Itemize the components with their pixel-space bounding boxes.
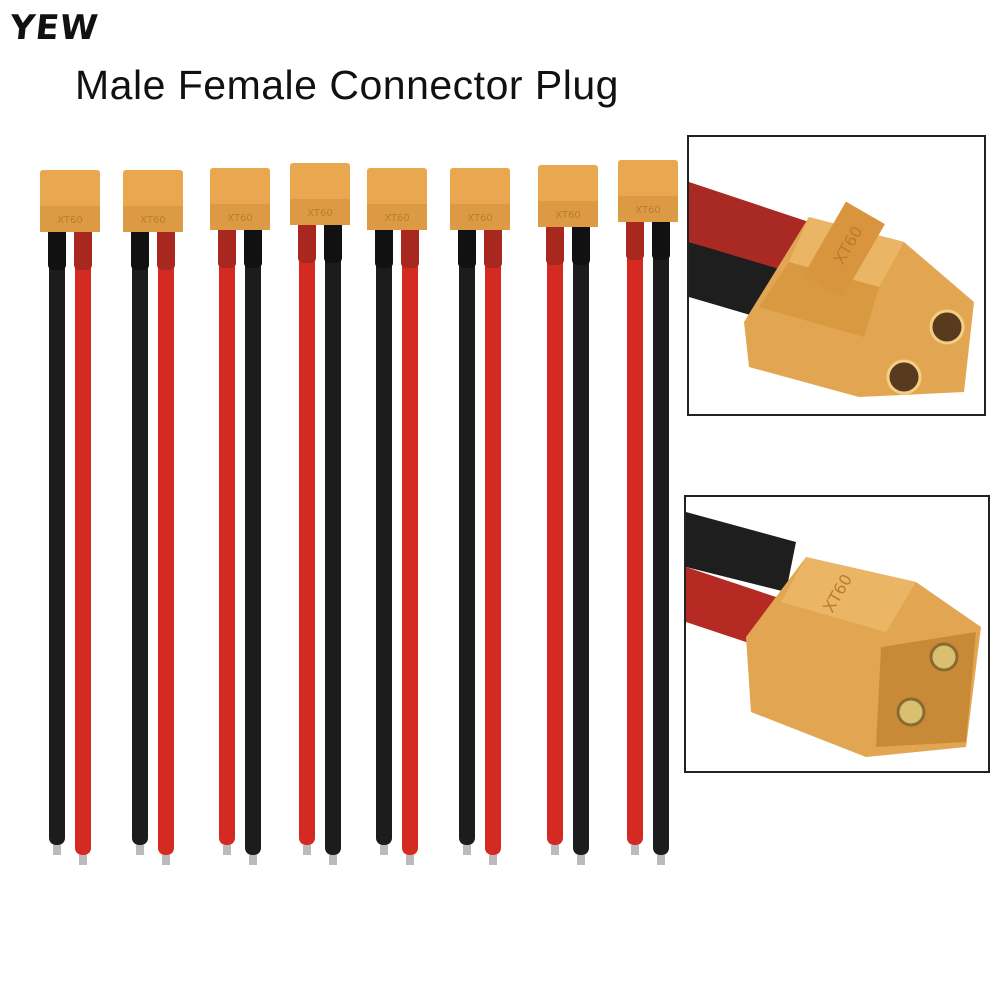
heat-shrink xyxy=(324,218,342,263)
connector-front xyxy=(450,204,510,230)
wire-tip xyxy=(79,855,87,865)
heat-shrink xyxy=(401,223,419,268)
connector-model-label: XT60 xyxy=(140,215,166,226)
red-wire xyxy=(219,223,235,845)
female-plug-closeup: XT60 xyxy=(687,135,986,416)
male-plug-closeup: XT60 xyxy=(684,495,990,773)
heat-shrink xyxy=(48,225,66,270)
black-wire xyxy=(653,215,669,855)
connector-model-label: XT60 xyxy=(555,210,581,221)
wire-tip xyxy=(489,855,497,865)
connector-front xyxy=(210,204,270,230)
connector-model-label: XT60 xyxy=(307,208,333,219)
heat-shrink xyxy=(458,223,476,268)
page-title: Male Female Connector Plug xyxy=(75,62,619,108)
cable-female: XT60 xyxy=(210,168,270,865)
heat-shrink xyxy=(375,223,393,268)
connector-model-label: XT60 xyxy=(635,205,661,216)
connector-front xyxy=(367,204,427,230)
connector-model-label: XT60 xyxy=(57,215,83,226)
heat-shrink xyxy=(157,225,175,270)
heat-shrink xyxy=(572,220,590,265)
cable-male: XT60 xyxy=(290,163,350,865)
black-wire xyxy=(49,225,65,845)
connector-front xyxy=(290,199,350,225)
red-wire xyxy=(689,182,809,277)
cable-female: XT60 xyxy=(40,170,100,865)
cable-female: XT60 xyxy=(450,168,510,865)
black-wire xyxy=(573,220,589,855)
connector-front xyxy=(618,196,678,222)
wire-tip xyxy=(303,845,311,855)
red-wire xyxy=(547,220,563,845)
wire-tip xyxy=(463,845,471,855)
wire-tip xyxy=(551,845,559,855)
wire-tip xyxy=(53,845,61,855)
red-wire xyxy=(485,223,501,855)
cable-male: XT60 xyxy=(538,165,598,865)
black-wire xyxy=(459,223,475,845)
connector-front xyxy=(40,206,100,232)
wire-tip xyxy=(329,855,337,865)
connector-model-label: XT60 xyxy=(227,213,253,224)
wire-tip xyxy=(162,855,170,865)
connector-model-label: XT60 xyxy=(384,213,410,224)
connector-front xyxy=(123,206,183,232)
cable-male: XT60 xyxy=(618,160,678,865)
wire-tip xyxy=(577,855,585,865)
black-wire xyxy=(686,512,796,592)
black-wire xyxy=(245,223,261,855)
wire-tip xyxy=(136,845,144,855)
heat-shrink xyxy=(131,225,149,270)
wire-tip xyxy=(380,845,388,855)
wire-tip xyxy=(631,845,639,855)
black-wire xyxy=(132,225,148,845)
heat-shrink xyxy=(652,215,670,260)
male-connector: XT60 xyxy=(746,557,981,757)
connector-model-label: XT60 xyxy=(467,213,493,224)
heat-shrink xyxy=(218,223,236,268)
cable-male: XT60 xyxy=(123,170,183,865)
heat-shrink xyxy=(244,223,262,268)
heat-shrink xyxy=(546,220,564,265)
red-wire xyxy=(402,223,418,855)
female-connector: XT60 xyxy=(744,201,974,397)
red-wire xyxy=(158,225,174,855)
red-wire xyxy=(627,215,643,845)
black-wire xyxy=(376,223,392,845)
heat-shrink xyxy=(484,223,502,268)
heat-shrink xyxy=(626,215,644,260)
wire-tip xyxy=(223,845,231,855)
wire-tip xyxy=(406,855,414,865)
heat-shrink xyxy=(74,225,92,270)
red-wire xyxy=(299,218,315,845)
wire-tip xyxy=(249,855,257,865)
connector-front xyxy=(538,201,598,227)
red-wire xyxy=(75,225,91,855)
heat-shrink xyxy=(298,218,316,263)
wire-tip xyxy=(657,855,665,865)
cable-female: XT60 xyxy=(367,168,427,865)
black-wire xyxy=(325,218,341,855)
